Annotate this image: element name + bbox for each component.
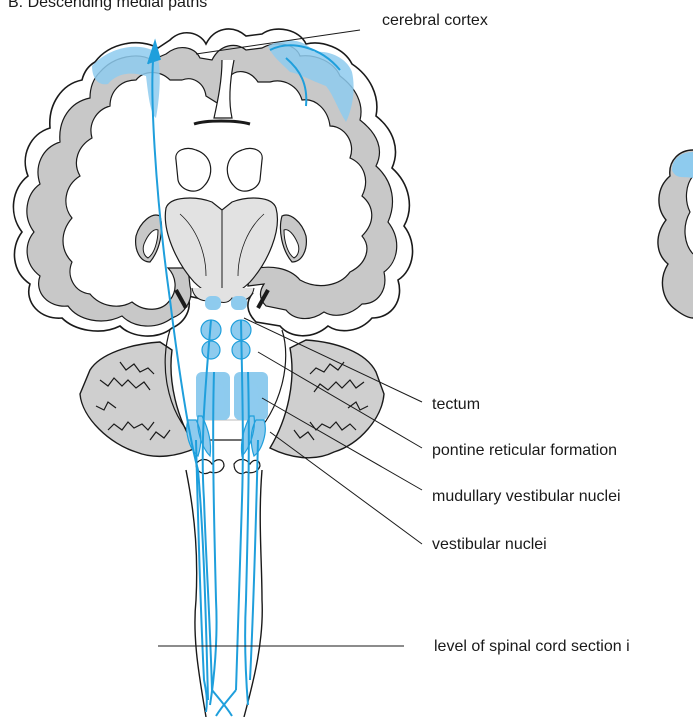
label-medullary-vestibular-nuclei: mudullary vestibular nuclei: [432, 488, 621, 506]
right-deep-nucleus: [234, 460, 260, 474]
decussation-right: [216, 690, 236, 716]
cerebellum: [80, 340, 384, 474]
tectum-highlight-left: [205, 296, 221, 310]
label-pontine-reticular-formation: pontine reticular formation: [432, 442, 617, 460]
left-ventricle: [176, 148, 211, 191]
label-spinal-cord-level: level of spinal cord section i: [434, 638, 630, 656]
label-tectum: tectum: [432, 396, 480, 414]
decussation-left: [212, 690, 232, 716]
tectum-highlight-right: [231, 296, 247, 310]
left-deep-nucleus: [196, 460, 224, 474]
fragment-highlight: [672, 152, 693, 178]
vestibulospinal-tract-right: [250, 440, 258, 680]
tectum-circle-left-2: [202, 341, 220, 359]
second-figure-fragment: [658, 150, 693, 318]
label-vestibular-nuclei: vestibular nuclei: [432, 536, 547, 554]
right-ventricle: [227, 148, 262, 191]
label-cerebral-cortex: cerebral cortex: [382, 12, 488, 30]
leader-vestibular: [270, 432, 422, 544]
vestibular-nuclei-right: [241, 416, 265, 456]
cerebrum: [13, 29, 412, 336]
figure-title: B. Descending medial paths: [8, 0, 207, 12]
